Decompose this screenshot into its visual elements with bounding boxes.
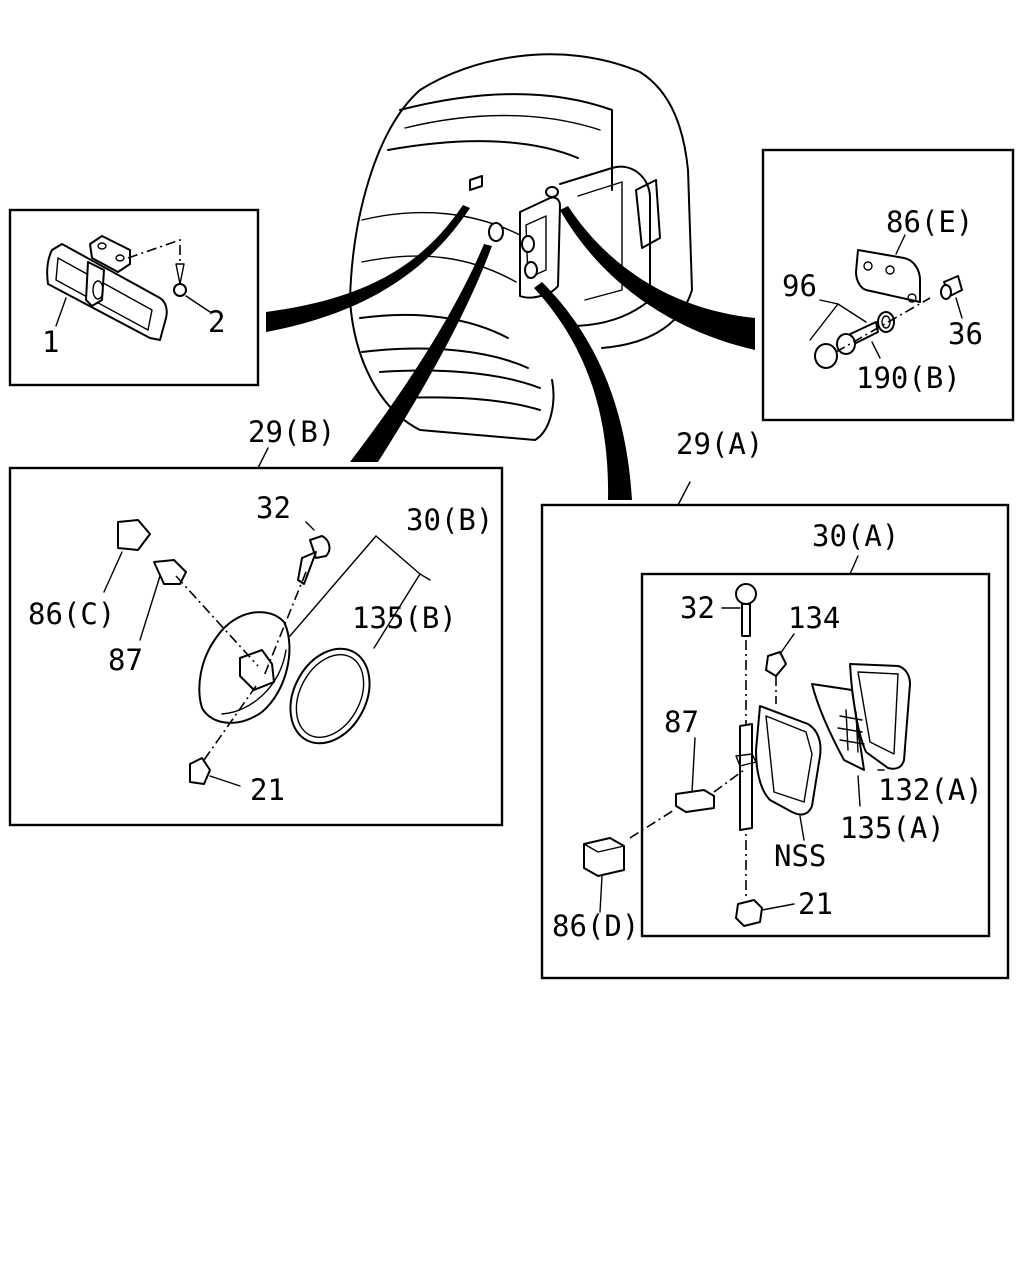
bracket-assembly-drawing: [809, 249, 963, 369]
label-87-left: 87: [108, 643, 143, 677]
callout-band-right-box: [560, 206, 755, 350]
label-29a: 29(A): [676, 427, 763, 461]
label-21-right: 21: [798, 887, 833, 921]
square-lamp-drawing: [583, 583, 911, 927]
bracket-detail-box: [761, 148, 1015, 422]
label-86d: 86(D): [552, 909, 639, 943]
label-30b: 30(B): [406, 503, 493, 537]
round-lamp-drawing: [117, 519, 371, 785]
label-30a: 30(A): [812, 519, 899, 553]
mirror-detail-box: [8, 208, 260, 387]
square-lamp-detail-box: [540, 503, 1010, 980]
label-96: 96: [782, 269, 817, 303]
label-32-right: 32: [680, 591, 715, 625]
label-nss: NSS: [774, 839, 826, 873]
label-86c: 86(C): [28, 597, 115, 631]
label-21-left: 21: [250, 773, 285, 807]
callout-band-mirror: [266, 205, 470, 332]
label-134: 134: [788, 601, 840, 635]
label-36: 36: [948, 317, 983, 351]
label-190b: 190(B): [856, 361, 961, 395]
callout-band-29b: [350, 244, 492, 462]
label-135b: 135(B): [352, 601, 457, 635]
label-2: 2: [208, 305, 225, 339]
label-87-right: 87: [664, 705, 699, 739]
label-86e: 86(E): [886, 205, 973, 239]
callout-band-29a: [534, 282, 632, 500]
label-32-left: 32: [256, 491, 291, 525]
label-132a: 132(A): [878, 773, 983, 807]
rearview-mirror-drawing: [46, 235, 187, 341]
truck-cab-illustration: [349, 53, 693, 441]
label-135a: 135(A): [840, 811, 945, 845]
round-lamp-detail-box: [8, 466, 504, 827]
label-29b: 29(B): [248, 415, 335, 449]
lamp-subassembly-box: [640, 572, 991, 938]
label-1: 1: [42, 325, 59, 359]
